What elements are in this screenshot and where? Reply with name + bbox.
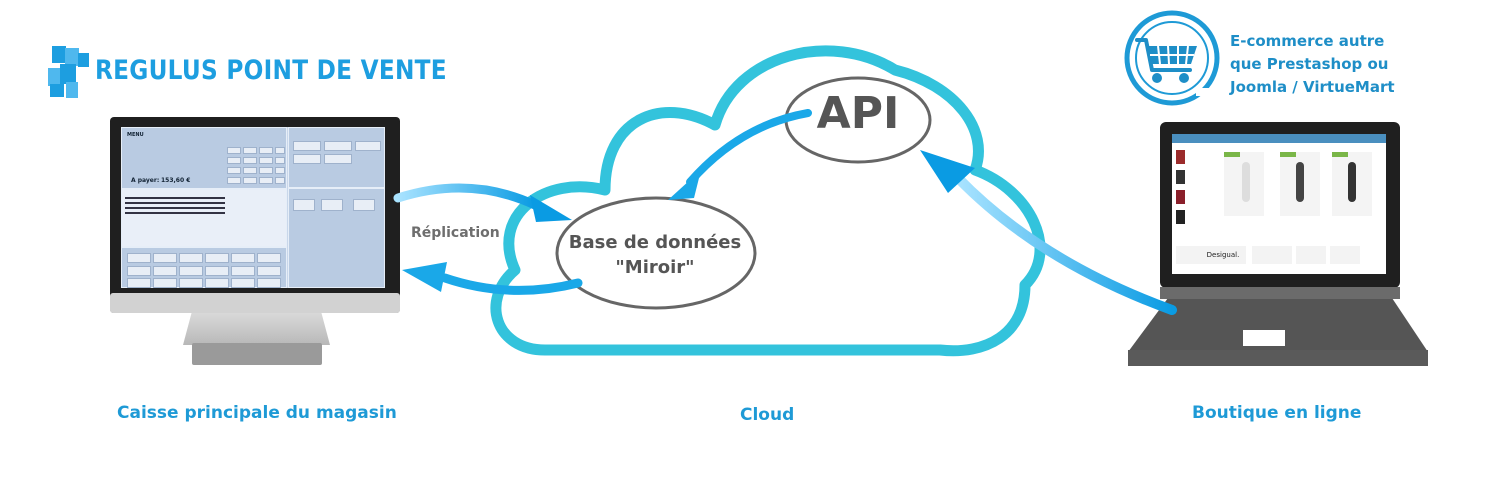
cloud-shape <box>490 45 1046 357</box>
database-label-line1: Base de données <box>568 232 742 253</box>
pos-title: MENU <box>127 132 144 138</box>
pos-screen: MENU A payer: 153,60 € <box>121 127 385 288</box>
pos-pay-label: A payer: <box>131 177 160 184</box>
arrow-db-to-pos <box>402 262 583 295</box>
logo-title: REGULUS POINT DE VENTE <box>95 55 447 86</box>
cart-icon <box>1124 10 1226 106</box>
database-ellipse <box>555 196 757 310</box>
ecommerce-line-2: que Prestashop ou <box>1230 55 1389 73</box>
caption-cloud: Cloud <box>740 405 795 425</box>
pos-pay-value: 153,60 € <box>161 177 191 184</box>
arrow-pos-to-db <box>393 183 572 222</box>
logo-icon <box>48 46 89 98</box>
ecommerce-line-3: Joomla / VirtueMart <box>1230 78 1395 96</box>
shop-screen: Desigual. <box>1172 134 1386 274</box>
api-label: API <box>816 88 900 139</box>
database-label-line2: "Miroir" <box>615 257 695 278</box>
arrow-api-to-db <box>668 109 812 200</box>
arrow-shop-to-api <box>920 150 1177 315</box>
shop-brand: Desigual. <box>1200 246 1246 264</box>
database-label: Base de données "Miroir" <box>545 230 765 280</box>
ecommerce-line-1: E-commerce autre <box>1230 32 1385 50</box>
ecommerce-label: E-commerce autre que Prestashop ou Jooml… <box>1230 30 1460 99</box>
caption-store-register: Caisse principale du magasin <box>117 403 397 423</box>
caption-online-shop: Boutique en ligne <box>1192 403 1362 423</box>
replication-label: Réplication <box>411 225 500 241</box>
